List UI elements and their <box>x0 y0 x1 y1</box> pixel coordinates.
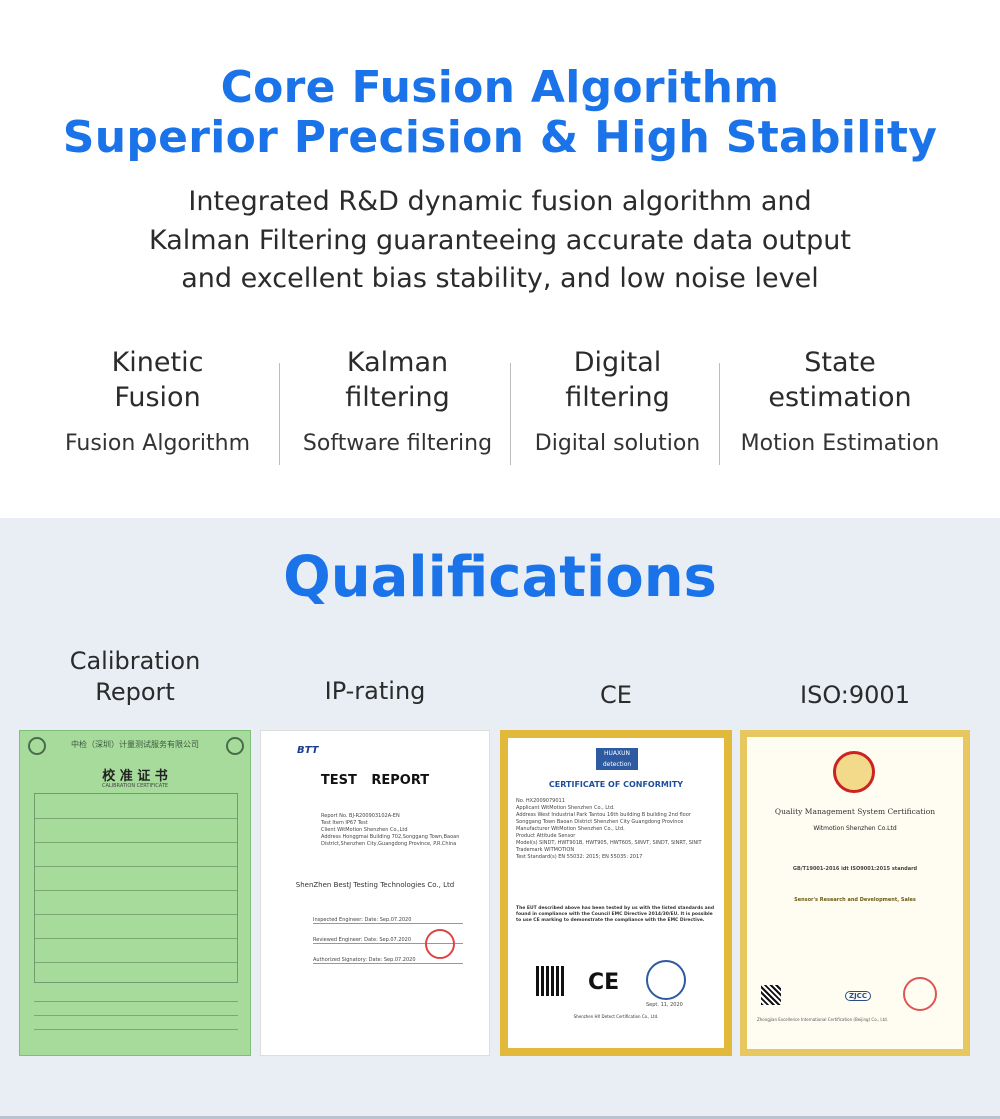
ce-row: Product Attitude Sensor <box>516 833 576 839</box>
feature-name: estimation <box>768 382 912 413</box>
label-line: Report <box>95 678 175 706</box>
qualifications-title: Qualifications <box>283 545 717 610</box>
inspected-signature: Inspected Engineer: Date: Sep.07.2020 <box>313 917 463 924</box>
feature-name: filtering <box>345 382 450 413</box>
report-row: Report No. BJ-R200903102A-EN <box>321 813 400 819</box>
description-line-3: and excellent bias stability, and low no… <box>181 263 819 294</box>
table-rule <box>35 818 237 819</box>
authorized-signature: Authorized Signatory: Date: Sep.07.2020 <box>313 957 463 964</box>
feature-kinetic-fusion: Kinetic Fusion Fusion Algorithm <box>50 345 265 456</box>
label-ip-rating: IP-rating <box>324 677 426 705</box>
test-report-fields: Report No. BJ-R200903102A-EN Test Item I… <box>321 813 471 848</box>
logo-line: HUAXUN <box>604 750 630 757</box>
table-rule <box>35 962 237 963</box>
description-line-2: Kalman Filtering guaranteeing accurate d… <box>149 225 851 256</box>
feature-name: Fusion <box>114 382 201 413</box>
iso-standard: GB/T19001-2016 idt ISO9001:2015 standard <box>792 866 918 872</box>
label-iso: ISO:9001 <box>800 681 910 709</box>
headline-line-2: Superior Precision & High Stability <box>62 112 938 163</box>
red-stamp-icon <box>425 929 455 959</box>
feature-state-estimation: State estimation Motion Estimation <box>730 345 950 456</box>
ce-fields: No. HX2009079011 Applicant WitMotion She… <box>516 798 716 861</box>
table-rule <box>35 842 237 843</box>
table-rule <box>35 866 237 867</box>
feature-name: Kinetic <box>111 347 204 378</box>
ce-row: Trademark WITMOTION <box>516 847 575 853</box>
bottom-divider <box>0 1116 1000 1119</box>
zjcc-logo: ZJCC <box>845 991 871 1001</box>
ce-row: Manufacturer WitMotion Shenzhen Co., Ltd… <box>516 826 625 832</box>
calibration-table <box>34 793 238 983</box>
reviewed-signature: Reviewed Engineer: Date: Sep.07.2020 <box>313 937 463 944</box>
iso-company: Witmotion Shenzhen Co.Ltd <box>813 825 897 832</box>
table-rule <box>35 914 237 915</box>
iso-title: Quality Management System Certification <box>774 807 936 816</box>
table-rule <box>34 1001 238 1002</box>
feature-name: filtering <box>565 382 670 413</box>
ce-certificate-image[interactable]: HUAXUN detection CERTIFICATE OF CONFORMI… <box>500 730 732 1056</box>
ce-statement: The EUT described above has been tested … <box>516 906 715 923</box>
description-line-1: Integrated R&D dynamic fusion algorithm … <box>188 186 812 217</box>
feature-name: Kalman <box>346 347 449 378</box>
test-report-title: TEST REPORT <box>320 773 430 788</box>
ce-mark-icon: CE <box>588 970 620 995</box>
qr-code-icon <box>761 985 781 1005</box>
feature-divider <box>719 363 720 465</box>
seal-icon <box>646 960 686 1000</box>
ce-footer: Shenzhen HX Detect Certification Co., Lt… <box>573 1014 659 1019</box>
feature-digital-filtering: Digital filtering Digital solution <box>520 345 715 456</box>
calibration-certificate-image[interactable]: 中检（深圳）计量测试服务有限公司 校 准 证 书 CALIBRATION CER… <box>19 730 251 1056</box>
national-emblem-icon <box>833 751 875 793</box>
iso-fields: Witmotion Shenzhen Co.Ltd GB/T19001-2016… <box>759 825 951 873</box>
feature-divider <box>510 363 511 465</box>
calibration-header: 中检（深圳）计量测试服务有限公司 <box>71 740 199 749</box>
iso-footer: Zhongjian Excellence International Certi… <box>757 1017 888 1022</box>
report-row: Test Item IP67 Test <box>321 820 368 826</box>
headline-line-1: Core Fusion Algorithm <box>220 62 780 113</box>
report-row: Client WitMotion Shenzhen Co.,Ltd <box>321 827 408 833</box>
table-rule <box>34 1029 238 1030</box>
feature-subtitle: Software filtering <box>302 431 493 456</box>
cnas-logo-icon <box>28 737 46 755</box>
ip-rating-test-report-image[interactable]: BTT TEST REPORT Report No. BJ-R200903102… <box>260 730 490 1056</box>
feature-subtitle: Digital solution <box>534 431 701 456</box>
table-rule <box>35 938 237 939</box>
huaxun-logo: HUAXUN detection <box>596 748 638 770</box>
ce-row: Address West Industrial Park Tantou 16th… <box>516 812 691 825</box>
calibration-title: 校 准 证 书 <box>102 769 168 784</box>
ce-row: Applicant WitMotion Shenzhen Co., Ltd. <box>516 805 615 811</box>
red-seal-icon <box>903 977 937 1011</box>
calibration-subtitle: CALIBRATION CERTIFICATE <box>101 783 169 789</box>
feature-subtitle: Fusion Algorithm <box>64 431 251 456</box>
label-calibration-report: Calibration Report <box>40 646 230 708</box>
btt-logo: BTT <box>297 745 319 756</box>
label-ce: CE <box>600 681 632 709</box>
ce-row: Model(s) SINDT, HWT901B, HWT905, HWT605,… <box>516 840 702 846</box>
label-line: Calibration <box>69 647 201 675</box>
seal-logo-icon <box>226 737 244 755</box>
feature-subtitle: Motion Estimation <box>740 431 940 456</box>
report-row: Address Honggmai Building 702,Songgang T… <box>321 834 460 847</box>
table-rule <box>35 890 237 891</box>
feature-name: State <box>804 347 876 378</box>
ce-row: No. HX2009079011 <box>516 798 565 804</box>
qr-code-icon <box>536 966 566 996</box>
ce-row: Test Standard(s) EN 55032: 2015; EN 5503… <box>516 854 643 860</box>
logo-line: detection <box>602 761 632 768</box>
feature-kalman-filtering: Kalman filtering Software filtering <box>290 345 505 456</box>
iso-9001-certificate-image[interactable]: Quality Management System Certification … <box>740 730 970 1056</box>
ce-title: CERTIFICATE OF CONFORMITY <box>548 780 684 789</box>
iso-scope: Sensor's Research and Development, Sales <box>794 897 916 903</box>
ce-date: Sept. 11, 2020 <box>646 1002 683 1008</box>
test-company-name: ShenZhen BestJ Testing Technologies Co.,… <box>295 881 455 889</box>
feature-divider <box>279 363 280 465</box>
feature-section: Core Fusion Algorithm Superior Precision… <box>0 0 1000 518</box>
table-rule <box>34 1015 238 1016</box>
feature-name: Digital <box>573 347 662 378</box>
